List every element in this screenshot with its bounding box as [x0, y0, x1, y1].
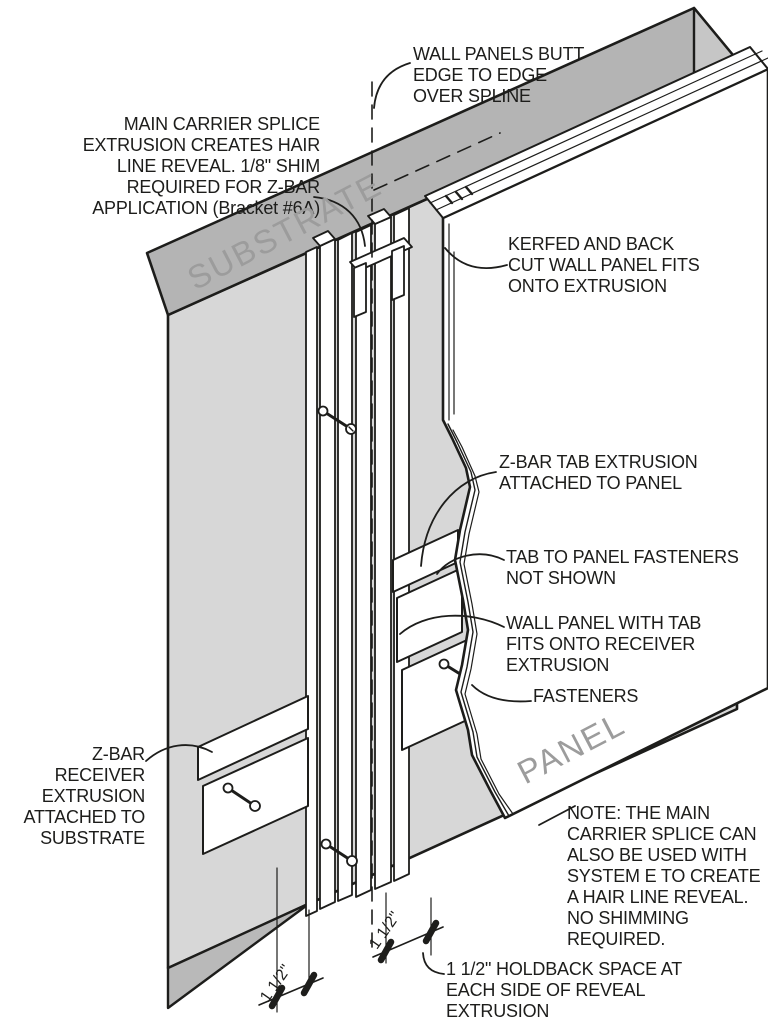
- leader-wall-panels: [373, 62, 411, 109]
- leader-zbar-tab: [420, 471, 497, 567]
- panel-laminate-line-2: [429, 50, 763, 204]
- callout-wall-panel-with-tab: WALL PANEL WITH TAB FITS ONTO RECEIVER E…: [506, 613, 702, 675]
- spline-centerline: [371, 81, 501, 951]
- panel-face: [441, 67, 768, 820]
- leader-note: [538, 805, 576, 826]
- leader-wall-panel-tab: [399, 614, 505, 635]
- screw-pair-receiver: [222, 782, 261, 812]
- leader-holdback: [422, 952, 445, 975]
- leader-fasteners: [471, 684, 532, 703]
- leader-main-carrier: [313, 196, 366, 247]
- callout-tab-fasteners: TAB TO PANEL FASTENERS NOT SHOWN: [506, 547, 739, 588]
- kerf-hatch-marks: [444, 185, 474, 205]
- screw-pair-lower-strip: [320, 838, 358, 867]
- screw-pair-upper-strip: [317, 405, 357, 435]
- dimension-right: [372, 892, 444, 964]
- wall-panel: [424, 46, 768, 820]
- leader-zbar-receiver: [145, 744, 213, 762]
- callout-wall-panels: WALL PANELS BUTT EDGE TO EDGE OVER SPLIN…: [413, 44, 585, 106]
- zbar-tab-extrusions: [392, 529, 468, 751]
- panel-laminate-line-1: [435, 57, 768, 211]
- zbar-receiver-extrusion: [197, 695, 309, 855]
- leader-kerfed: [444, 247, 508, 269]
- callout-fasteners: FASTENERS: [533, 686, 639, 706]
- callout-main-carrier-splice: MAIN CARRIER SPLICE EXTRUSION CREATES HA…: [82, 114, 321, 218]
- substrate-bottom-corner: [166, 901, 312, 1010]
- callout-kerfed-panel: KERFED AND BACK CUT WALL PANEL FITS ONTO…: [508, 234, 700, 296]
- callout-holdback: 1 1/2" HOLDBACK SPACE AT EACH SIDE OF RE…: [446, 959, 683, 1021]
- callout-note: NOTE: THE MAIN CARRIER SPLICE CAN ALSO B…: [567, 803, 761, 949]
- leader-lines: [145, 62, 576, 975]
- callout-zbar-tab: Z-BAR TAB EXTRUSION ATTACHED TO PANEL: [499, 452, 698, 493]
- callout-zbar-receiver: Z-BAR RECEIVER EXTRUSION ATTACHED TO SUB…: [23, 744, 146, 848]
- leader-tab-fasteners: [436, 553, 505, 575]
- main-carrier-splice-extrusion: [349, 237, 413, 318]
- dimension-left: [258, 867, 324, 1013]
